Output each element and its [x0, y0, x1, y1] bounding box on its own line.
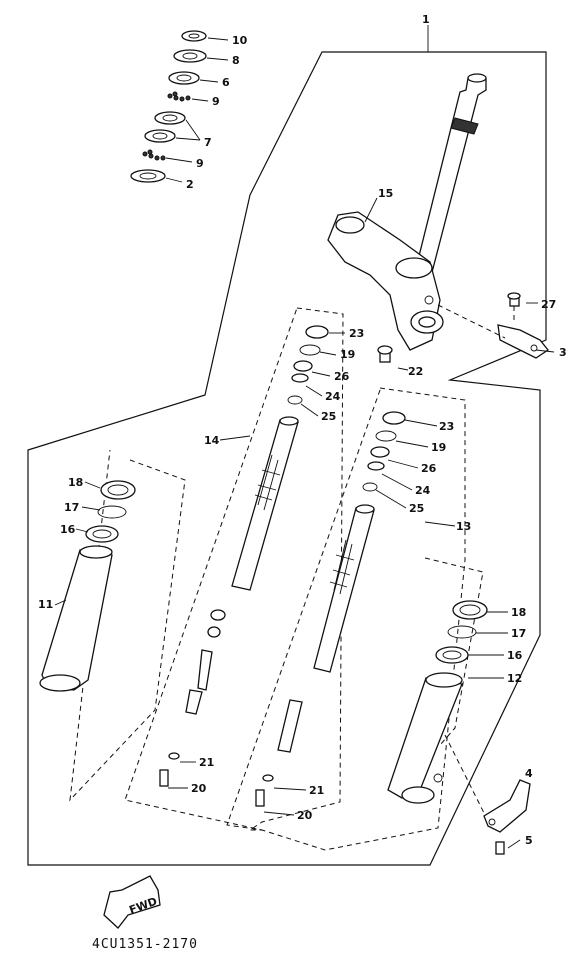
outer-tube-right — [387, 600, 488, 804]
label-part-23b: 23 — [439, 420, 454, 433]
label-part-25a: 25 — [321, 410, 336, 423]
label-part-21a: 21 — [199, 756, 214, 769]
label-part-18b: 18 — [511, 606, 526, 619]
label-part-26b: 26 — [421, 462, 437, 475]
label-part-22: 22 — [408, 365, 423, 378]
label-part-19a: 19 — [340, 348, 355, 361]
label-part-3: 3 — [559, 346, 567, 359]
label-part-26a: 26 — [334, 370, 350, 383]
label-part-20b: 20 — [297, 809, 313, 822]
label-part-1: 1 — [422, 13, 430, 26]
bolt-22 — [377, 345, 409, 371]
outer-fork-right-group — [424, 557, 484, 746]
inner-tube-right — [255, 411, 406, 807]
assembly-boundary — [27, 51, 547, 866]
label-part-4: 4 — [525, 767, 533, 780]
label-part-17a: 17 — [64, 501, 79, 514]
steering-stem — [413, 73, 487, 281]
forward-arrow-icon: FWD — [103, 875, 161, 929]
label-part-19b: 19 — [431, 441, 446, 454]
label-part-21b: 21 — [309, 784, 324, 797]
label-part-12: 12 — [507, 672, 522, 685]
leader-lines — [54, 25, 555, 849]
inner-fork-left-group — [124, 307, 344, 831]
label-part-20a: 20 — [191, 782, 207, 795]
outer-tube-left — [39, 480, 136, 692]
label-part-14: 14 — [204, 434, 220, 447]
label-part-8: 8 — [232, 54, 240, 67]
label-part-17b: 17 — [511, 627, 526, 640]
label-part-24a: 24 — [325, 390, 341, 403]
label-part-23a: 23 — [349, 327, 364, 340]
inner-tube-left — [159, 325, 329, 787]
part-labels: 1 10 8 6 9 7 9 2 15 27 3 23 19 26 22 24 … — [38, 13, 567, 847]
label-part-15: 15 — [378, 187, 393, 200]
label-part-27: 27 — [541, 298, 556, 311]
label-part-7: 7 — [204, 136, 212, 149]
label-part-24b: 24 — [415, 484, 431, 497]
label-part-2: 2 — [186, 178, 194, 191]
label-part-13: 13 — [456, 520, 471, 533]
label-part-18a: 18 — [68, 476, 83, 489]
cable-guide-3 — [437, 292, 549, 359]
label-part-11: 11 — [38, 598, 53, 611]
label-part-9a: 9 — [212, 95, 220, 108]
under-bracket — [327, 211, 444, 351]
label-part-10: 10 — [232, 34, 248, 47]
label-part-9b: 9 — [196, 157, 204, 170]
label-part-16a: 16 — [60, 523, 76, 536]
steering-bearing-stack — [130, 30, 229, 183]
label-part-6: 6 — [222, 76, 230, 89]
diagram-code: 4CU1351-2170 — [92, 937, 198, 952]
label-part-25b: 25 — [409, 502, 424, 515]
inner-fork-right-group — [226, 387, 466, 851]
label-part-16b: 16 — [507, 649, 523, 662]
brake-hose-holder-4 — [444, 734, 531, 855]
label-part-5: 5 — [525, 834, 533, 847]
